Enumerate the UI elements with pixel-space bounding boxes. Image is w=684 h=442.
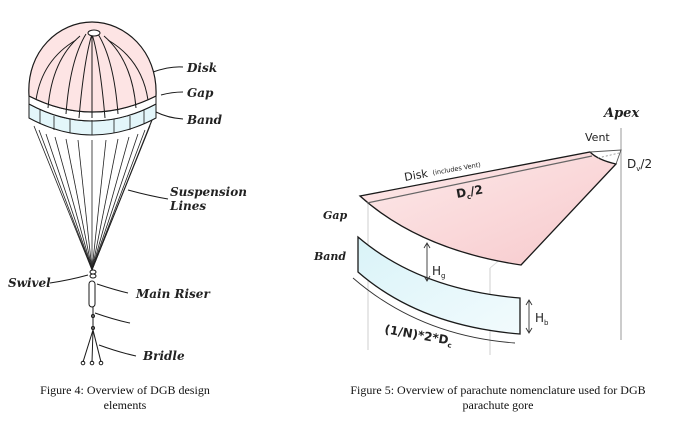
label-gap: Gap [187, 86, 214, 100]
label-vent: Vent [585, 131, 610, 144]
riser-assembly [80, 269, 104, 366]
leader-lines [49, 66, 184, 357]
label-gap-height: Hg [432, 264, 445, 280]
label-band-gore: Band [313, 250, 346, 263]
suspension-lines [33, 111, 156, 271]
label-main-riser: Main Riser [135, 287, 211, 301]
figure4-caption-line2: elements [103, 398, 147, 412]
figure5-caption-line2: parachute gore [462, 398, 534, 412]
band-panel [357, 235, 521, 335]
figure5-gore-drawing [352, 128, 622, 355]
figure5-caption: Figure 5: Overview of parachute nomencla… [318, 383, 678, 413]
disk-panel [358, 151, 618, 266]
label-bridle: Bridle [142, 349, 185, 363]
label-apex: Apex [602, 106, 639, 121]
label-band: Band [186, 113, 223, 127]
figure4-caption: Figure 4: Overview of DGB design element… [20, 383, 230, 413]
vent-hole [87, 29, 101, 37]
figure4-caption-line1: Figure 4: Overview of DGB design [40, 383, 210, 397]
figure4-parachute-drawing [28, 21, 184, 366]
label-band-width: (1/N)*2*Dc [383, 322, 453, 350]
label-vent-radius: Dv/2 [627, 157, 652, 173]
label-disk-radius: Dc/2 [455, 183, 484, 203]
label-gap-gore: Gap [323, 209, 348, 222]
label-band-height: Hb [535, 311, 549, 327]
disk-gore-seams [35, 33, 149, 119]
label-suspension: Suspension [170, 185, 247, 199]
label-lines: Lines [169, 199, 206, 213]
label-swivel: Swivel [8, 276, 51, 290]
figure5-caption-line1: Figure 5: Overview of parachute nomencla… [350, 383, 646, 397]
label-disk: Disk [186, 61, 217, 75]
